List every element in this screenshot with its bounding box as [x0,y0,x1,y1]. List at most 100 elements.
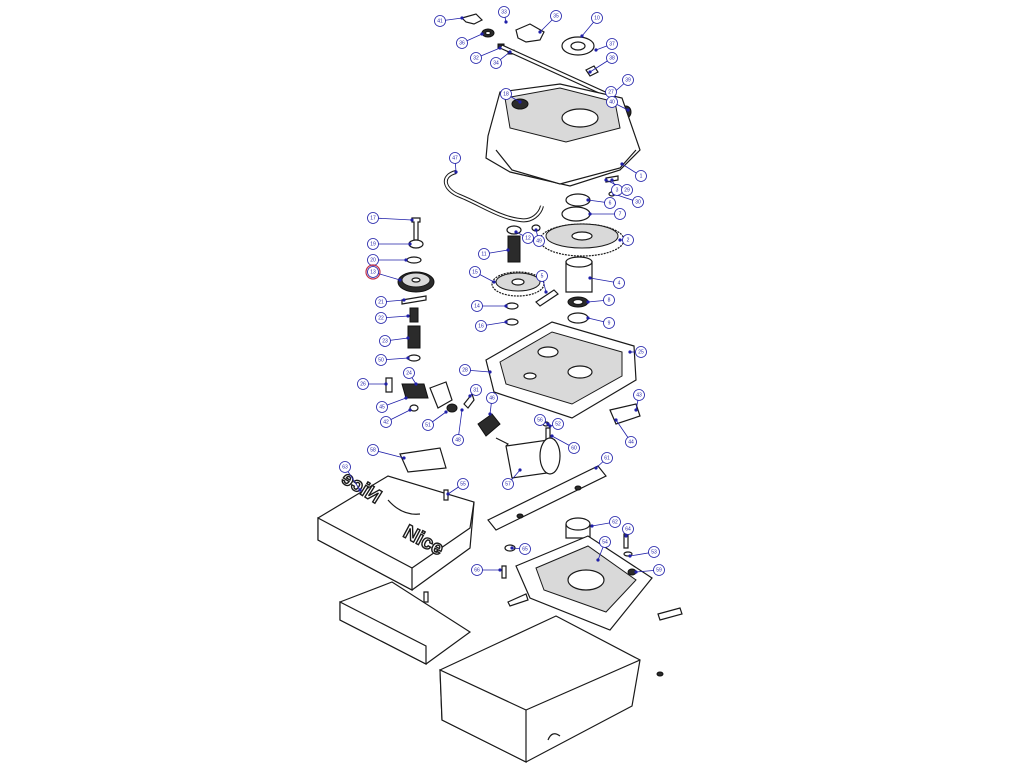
callout-dot-59 [634,570,638,574]
callout-label-24: 24 [406,370,412,376]
callout-circle-54 [599,536,611,548]
callout-dot-26 [384,382,388,386]
callout-dot-3 [610,178,614,182]
callout-label-38: 38 [609,55,615,61]
callout-circle-56 [534,414,546,426]
callout-circle-59 [653,564,665,576]
callout-4: 4 [613,277,625,289]
part-base-frame-center [567,569,605,591]
callout-circle-37 [606,38,618,50]
part-sleeve-body [565,524,591,539]
callout-label-19: 19 [370,241,376,247]
callout-dot-53 [628,554,632,558]
callout-23: 23 [379,335,391,347]
part-pin-54 [507,593,529,607]
callout-47: 47 [449,152,461,164]
callout-dot-40 [626,108,630,112]
callout-dot-6 [586,198,590,202]
callout-label-13: 13 [370,269,376,275]
callout-dot-60 [550,434,554,438]
callout-dot-11 [506,248,510,252]
callout-dot-41 [460,16,464,20]
part-washer-20 [406,256,422,264]
part-magnet-31 [446,403,458,413]
callout-dot-34 [508,50,512,54]
callout-circle-38 [606,52,618,64]
callout-label-11: 11 [481,251,486,257]
part-gearbox-housing-boss-1 [537,346,559,358]
callout-61: 61 [601,452,613,464]
callout-18: 18 [500,88,512,100]
callout-label-18: 18 [503,91,509,97]
callout-label-61: 61 [604,455,610,461]
callout-label-8: 8 [608,297,611,303]
part-gear-medium-hub [511,278,525,286]
callout-7: 7 [614,208,626,220]
part-main-cover-edge [411,501,475,569]
part-main-cover-groove [387,499,421,515]
part-motor-shaft [495,437,510,447]
callout-dot-9 [586,316,590,320]
callout-48: 48 [452,434,464,446]
part-encoder-board [477,413,501,437]
callout-label-45: 45 [379,404,385,410]
callout-dot-35 [538,30,542,34]
callout-circle-22 [375,312,387,324]
callout-circle-28 [459,364,471,376]
callout-dot-22 [406,314,410,318]
callout-label-47: 47 [452,155,458,161]
part-pin-5 [535,289,559,307]
callout-circle-17 [367,212,379,224]
part-bracket-26 [429,381,453,409]
part-bearing-8-bore [572,298,584,306]
callout-dot-33 [504,20,508,24]
callout-20: 20 [367,254,379,266]
callout-label-17: 17 [370,215,376,221]
part-screw-66 [423,591,429,603]
callout-label-25: 25 [638,349,644,355]
callout-46: 46 [486,392,498,404]
callout-dot-19 [408,242,412,246]
callout-54: 54 [599,536,611,548]
callout-label-55: 55 [460,481,466,487]
callout-40: 40 [606,96,618,108]
callout-63: 63 [339,461,351,473]
callout-dot-42 [408,408,412,412]
callout-circle-64 [622,523,634,535]
callout-circle-33 [498,6,510,18]
callout-circle-43 [633,389,645,401]
callout-circle-16 [475,320,487,332]
callout-label-34: 34 [493,60,499,66]
callout-label-4: 4 [618,280,621,286]
callout-label-31: 31 [473,387,479,393]
callout-56: 56 [534,414,546,426]
callout-dot-7 [588,212,592,216]
callout-65: 65 [519,543,531,555]
part-bush-12 [506,225,522,235]
parts-layer: Nice Nice [317,13,683,763]
callout-dot-23 [406,336,410,340]
callout-circle-41 [434,15,446,27]
callout-34: 34 [490,57,502,69]
callout-label-49: 49 [536,238,542,244]
callout-dot-29 [604,178,608,182]
callout-59: 59 [653,564,665,576]
callout-10: 10 [591,12,603,24]
callout-dot-55 [446,492,450,496]
callout-circle-62 [609,516,621,528]
callout-label-1: 1 [640,173,643,179]
callout-57: 57 [502,478,514,490]
callout-circle-8 [603,294,615,306]
part-worm-left [407,325,421,349]
callout-circle-19 [367,238,379,250]
part-control-board-side [339,601,427,665]
callout-13: 13 [365,264,381,280]
callout-label-10: 10 [594,15,600,21]
callout-dot-57 [518,468,522,472]
callout-label-7: 7 [619,211,622,217]
callout-dot-61 [594,466,598,470]
part-ring-9 [567,312,589,324]
part-pin-59 [501,565,507,579]
callout-circle-55 [457,478,469,490]
part-ring-7 [561,206,591,222]
